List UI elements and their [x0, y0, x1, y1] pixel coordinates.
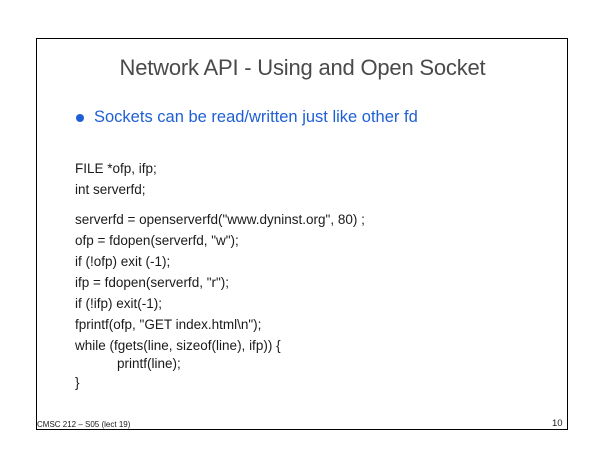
code-line: printf(line); — [117, 356, 181, 371]
bullet-dot-icon — [76, 113, 84, 122]
page-number: 10 — [552, 418, 563, 429]
code-line: } — [75, 375, 80, 390]
code-block: FILE *ofp, ifp; int serverfd; serverfd =… — [75, 158, 365, 394]
code-line: if (!ofp) exit (-1); — [75, 254, 171, 269]
code-line: ofp = fdopen(serverfd, "w"); — [75, 233, 239, 248]
code-line: if (!ifp) exit(-1); — [75, 296, 163, 311]
code-line: fprintf(ofp, "GET index.html\n"); — [75, 317, 262, 332]
code-line: FILE *ofp, ifp; — [75, 161, 157, 176]
code-line: ifp = fdopen(serverfd, "r"); — [75, 275, 230, 290]
footer-course-label: CMSC 212 – S05 (lect 19) — [37, 420, 131, 429]
slide-frame — [36, 38, 568, 430]
code-line: int serverfd; — [75, 182, 146, 197]
code-line: while (fgets(line, sizeof(line), ifp)) { — [75, 338, 281, 353]
bullet-item: Sockets can be read/written just like ot… — [76, 108, 418, 127]
slide-title: Network API - Using and Open Socket — [119, 55, 486, 80]
code-line: serverfd = openserverfd("www.dyninst.org… — [75, 212, 365, 227]
bullet-text: Sockets can be read/written just like ot… — [94, 108, 418, 126]
